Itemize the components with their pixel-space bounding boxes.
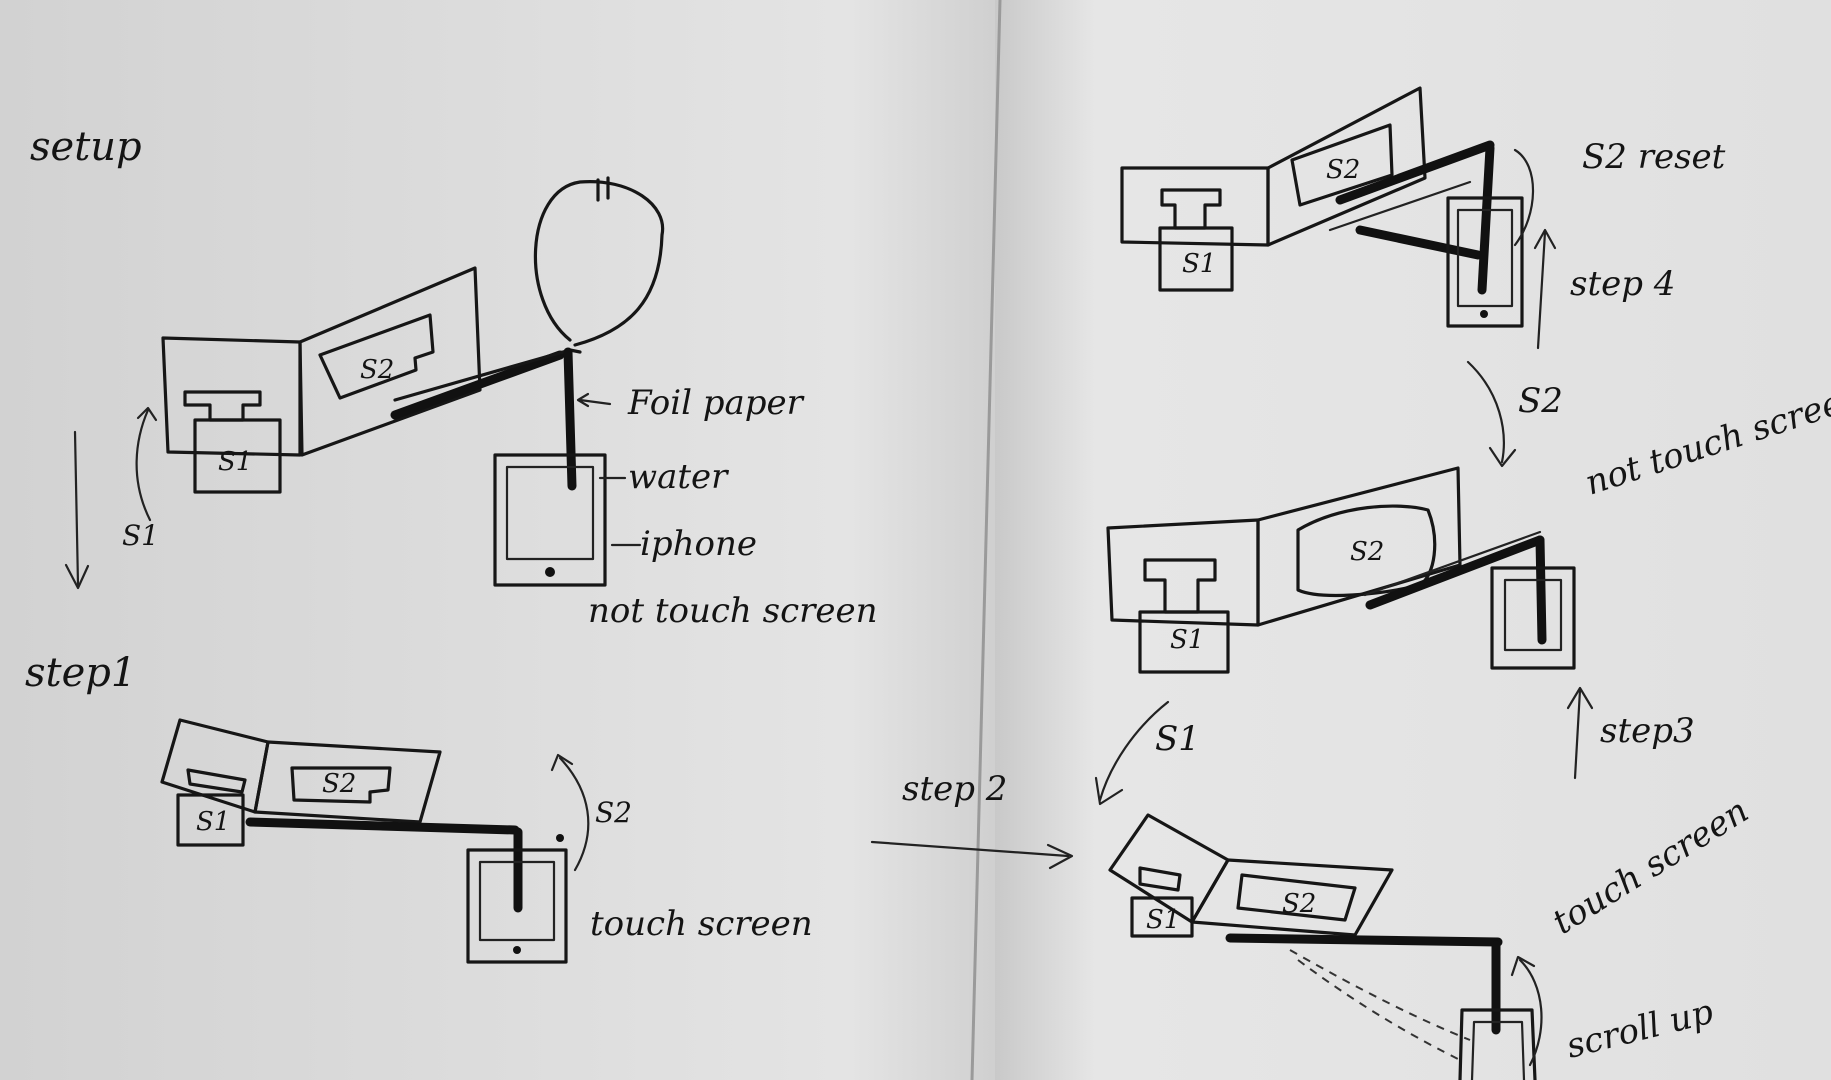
step3-step-label: step3: [1600, 711, 1695, 751]
step1-s2-label: S2: [322, 769, 356, 799]
step3-s2-label: S2: [1350, 537, 1384, 567]
setup-caption: not touch screen: [588, 591, 878, 631]
s1-transition-label: S1: [1155, 719, 1200, 759]
step4-step-label: step 4: [1570, 264, 1675, 304]
step4-s2-label: S2: [1326, 155, 1360, 185]
setup-foil-label: Foil paper: [627, 383, 805, 423]
setup-water-label: water: [628, 457, 729, 497]
step4-s1-label: S1: [1182, 249, 1216, 279]
step2-s2-label: S2: [1282, 889, 1316, 919]
setup-phone-label: iphone: [640, 524, 757, 564]
step1-s1-label: S1: [196, 807, 230, 837]
step3-s1-label: S1: [1170, 625, 1204, 655]
s2-transition-label: S2: [1518, 381, 1563, 421]
step1-heading: step1: [25, 650, 136, 696]
step4-note: S2 reset: [1582, 137, 1726, 177]
setup-s1-label: S1: [218, 447, 252, 477]
setup-heading: setup: [30, 124, 142, 170]
step1-s2-arrow-label: S2: [595, 796, 632, 829]
setup-s1-arrow-label: S1: [122, 519, 159, 552]
setup-s2-label: S2: [360, 355, 394, 385]
step2-label: step 2: [902, 769, 1007, 809]
step1-caption: touch screen: [590, 904, 813, 944]
step2-s1-label: S1: [1146, 905, 1180, 935]
